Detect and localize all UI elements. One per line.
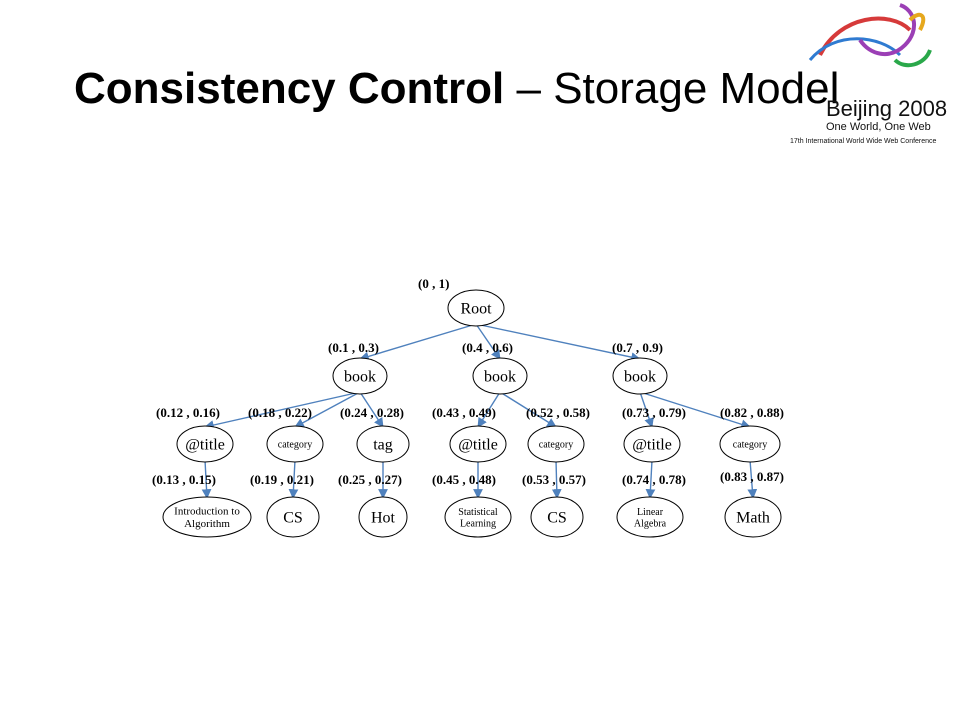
node-ellipse-cat3 (719, 425, 781, 463)
range-label-leaf2: (0.19 , 0.21) (250, 472, 314, 487)
edge-book1-title1 (204, 391, 361, 430)
node-title1: @title (176, 425, 234, 463)
node-label-cat2: category (539, 440, 573, 451)
node-ellipse-leaf1 (162, 496, 252, 538)
node-book2: book (472, 357, 528, 395)
node-label-cat1: category (278, 440, 312, 451)
node-label-leaf5: CS (547, 510, 567, 527)
range-label-cat3: (0.82 , 0.88) (720, 405, 784, 420)
node-ellipse-book2 (472, 357, 528, 395)
node-ellipse-tag1 (356, 425, 410, 463)
node-label-book2: book (484, 369, 516, 386)
node-ellipse-title2 (449, 425, 507, 463)
node-ellipse-cat1 (266, 425, 324, 463)
edge-book3-title3 (639, 391, 654, 428)
node-label-title3: @title (632, 437, 672, 454)
edge-book3-cat3 (639, 391, 751, 429)
edge-book2-cat2 (499, 391, 557, 428)
range-label-title3: (0.73 , 0.79) (622, 405, 686, 420)
node-ellipse-title1 (176, 425, 234, 463)
node-label-leaf2: CS (283, 510, 303, 527)
range-label-leaf4: (0.45 , 0.48) (432, 472, 496, 487)
node-tag1: tag (356, 425, 410, 463)
node-label-title2: @title (458, 437, 498, 454)
node-ellipse-title3 (623, 425, 681, 463)
range-label-book1: (0.1 , 0.3) (328, 340, 379, 355)
tree-nodes: Root book book book @title category tag @title c… (162, 289, 782, 538)
node-cat1: category (266, 425, 324, 463)
node-ellipse-leaf6 (616, 496, 684, 538)
range-label-title2: (0.43 , 0.49) (432, 405, 496, 420)
node-leaf5: CS (530, 496, 584, 538)
range-label-tag1: (0.24 , 0.28) (340, 405, 404, 420)
node-ellipse-leaf3 (358, 496, 408, 538)
node-label-book3: book (624, 369, 656, 386)
range-label-leaf7: (0.83 , 0.87) (720, 469, 784, 484)
node-cat2: category (527, 425, 585, 463)
node-book1: book (332, 357, 388, 395)
node-ellipse-root (447, 289, 505, 327)
node-ellipse-book3 (612, 357, 668, 395)
range-label-leaf1: (0.13 , 0.15) (152, 472, 216, 487)
node-ellipse-leaf5 (530, 496, 584, 538)
slide-title-sub: – Storage Model (504, 64, 840, 113)
node-leaf3: Hot (358, 496, 408, 538)
node-label-leaf3: Hot (371, 510, 396, 527)
node-ellipse-leaf2 (266, 496, 320, 538)
edge-book1-cat1 (294, 391, 361, 428)
node-title3: @title (623, 425, 681, 463)
range-label-title1: (0.12 , 0.16) (156, 405, 220, 420)
beijing-2008-logo-icon (808, 3, 932, 68)
node-label-book1: book (344, 369, 376, 386)
node-root: Root (447, 289, 505, 327)
edge-cat1-leaf2 (288, 459, 299, 499)
slide-title: Consistency Control – Storage Model (74, 64, 839, 114)
node-leaf2: CS (266, 496, 320, 538)
range-label-book3: (0.7 , 0.9) (612, 340, 663, 355)
node-cat3: category (719, 425, 781, 463)
tree-ranges: (0 , 1) (0.1 , 0.3) (0.4 , 0.6) (0.7 , 0.9)… (152, 276, 784, 487)
edge-book2-title2 (477, 391, 501, 428)
node-label-leaf7: Math (736, 510, 770, 527)
node-ellipse-leaf7 (724, 496, 782, 538)
edge-cat2-leaf5 (551, 459, 562, 499)
edge-title1-leaf1 (201, 459, 212, 499)
range-label-leaf6: (0.74 , 0.78) (622, 472, 686, 487)
range-label-book2: (0.4 , 0.6) (462, 340, 513, 355)
edge-cat3-leaf7 (747, 459, 758, 499)
range-label-cat1: (0.18 , 0.22) (248, 405, 312, 420)
node-leaf7: Math (724, 496, 782, 538)
range-label-leaf3: (0.25 , 0.27) (338, 472, 402, 487)
node-ellipse-leaf4 (444, 496, 512, 538)
logo-city-text: Beijing 2008 (826, 96, 948, 121)
edge-root-book3 (475, 323, 641, 362)
range-label-leaf5: (0.53 , 0.57) (522, 472, 586, 487)
edge-root-book2 (475, 323, 501, 360)
logo-conference: 17th International World Wide Web Confer… (790, 138, 937, 145)
range-label-cat2: (0.52 , 0.58) (526, 405, 590, 420)
logo-tagline: One World, One Web (826, 121, 931, 133)
edge-title3-leaf6 (645, 459, 656, 499)
node-ellipse-cat2 (527, 425, 585, 463)
node-label-cat3: category (733, 440, 767, 451)
node-book3: book (612, 357, 668, 395)
tree-edges (201, 323, 758, 499)
edge-root-book1 (359, 323, 477, 362)
slide-title-main: Consistency Control (74, 64, 505, 113)
node-title2: @title (449, 425, 507, 463)
range-label-root: (0 , 1) (418, 276, 449, 291)
node-label-root: Root (460, 301, 492, 318)
edge-book1-tag1 (359, 391, 384, 428)
node-label-tag1: tag (373, 437, 393, 454)
node-label-title1: @title (185, 437, 225, 454)
node-ellipse-book1 (332, 357, 388, 395)
